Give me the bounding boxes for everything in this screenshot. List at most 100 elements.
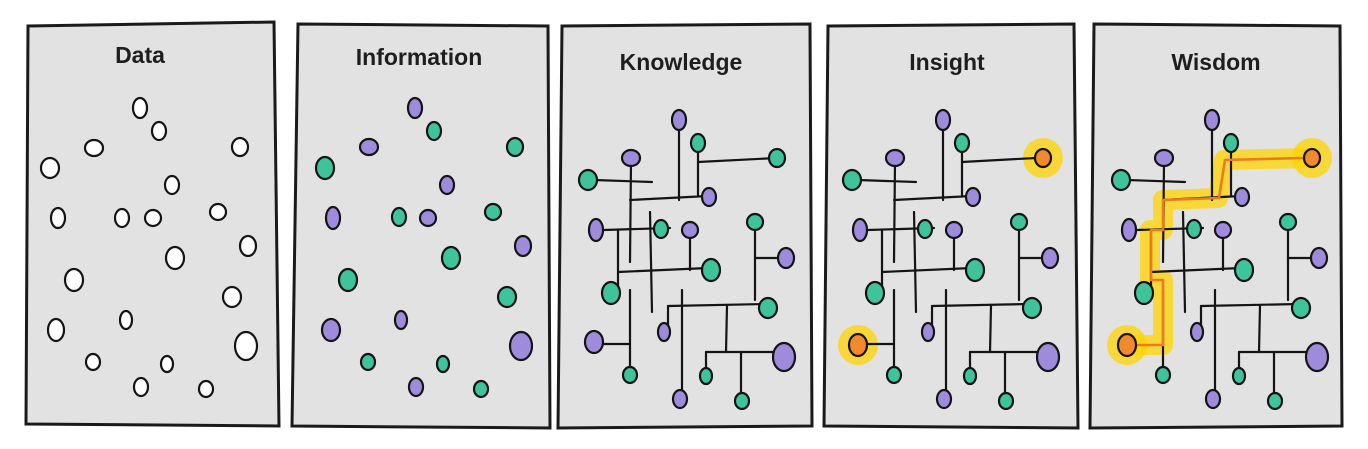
knowledge-node: [577, 168, 599, 192]
information-node: [337, 267, 359, 293]
knowledge-node: [689, 132, 707, 154]
data-node: [163, 174, 181, 196]
data-node: [131, 96, 149, 120]
panel-information: Information: [290, 22, 552, 430]
insight-node: [1009, 212, 1029, 232]
wisdom-node: [1133, 280, 1155, 306]
wisdom-node: [1309, 246, 1329, 270]
panel-data-title: Data: [115, 42, 165, 68]
panel-data: Data: [24, 20, 281, 428]
insight-node: [1035, 341, 1061, 373]
data-node: [143, 208, 163, 228]
wisdom-nodes: [1110, 108, 1330, 411]
data-node: [197, 379, 215, 399]
wisdom-network: [1110, 108, 1330, 411]
data-node: [83, 138, 105, 158]
knowledge-node: [587, 217, 605, 243]
knowledge-node: [620, 148, 642, 168]
wisdom-node: [1213, 220, 1233, 240]
information-node: [359, 352, 377, 372]
insight-highlight-node: [1033, 147, 1053, 169]
data-node: [118, 309, 134, 331]
insight-node: [935, 388, 953, 410]
insight-highlight-node: [847, 332, 869, 358]
insight-node: [864, 280, 886, 306]
wisdom-node: [1304, 341, 1330, 373]
panel-information-title: Information: [356, 44, 483, 70]
knowledge-node: [700, 186, 718, 208]
knowledge-nodes: [577, 108, 797, 411]
information-node: [425, 120, 443, 142]
wisdom-node: [1222, 132, 1240, 154]
data-node: [159, 354, 175, 374]
information-node: [418, 208, 438, 228]
wisdom-node: [1233, 257, 1255, 283]
wisdom-node: [1120, 217, 1138, 243]
insight-node: [1040, 246, 1060, 270]
wisdom-node: [1154, 365, 1172, 385]
information-node: [390, 206, 408, 228]
data-node: [39, 156, 61, 180]
information-node: [406, 96, 424, 120]
data-node: [46, 317, 66, 343]
knowledge-node: [680, 220, 700, 240]
insight-node: [885, 365, 903, 385]
knowledge-node: [652, 218, 670, 240]
insight-nodes: [841, 108, 1061, 411]
wisdom-path-line: [1133, 156, 1306, 347]
knowledge-node: [767, 147, 787, 169]
data-node: [164, 245, 186, 271]
panel-knowledge: Knowledge: [556, 22, 814, 430]
knowledge-node: [698, 366, 714, 386]
data-node: [233, 330, 259, 362]
panel-wisdom: Wisdom: [1088, 22, 1344, 430]
information-node: [483, 202, 503, 222]
data-node: [49, 206, 67, 230]
information-node: [513, 234, 533, 258]
knowledge-node: [771, 341, 797, 373]
data-node: [238, 234, 258, 258]
insight-node: [884, 148, 906, 168]
insight-node: [1021, 296, 1043, 320]
data-node: [221, 285, 243, 309]
wisdom-node: [1278, 212, 1298, 232]
insight-node: [962, 366, 978, 386]
knowledge-node: [700, 257, 722, 283]
data-node: [84, 352, 102, 372]
data-node: [150, 120, 168, 142]
insight-node: [920, 321, 936, 343]
information-node: [407, 376, 425, 398]
wisdom-highlight-node: [1302, 147, 1322, 169]
information-node: [435, 354, 451, 374]
insight-node: [964, 257, 986, 283]
wisdom-node: [1153, 148, 1175, 168]
data-node: [63, 267, 85, 293]
insight-edges: [856, 124, 1052, 402]
wisdom-node: [1185, 218, 1203, 240]
wisdom-node: [1204, 388, 1222, 410]
insight-node: [997, 391, 1015, 411]
insight-node: [944, 220, 964, 240]
knowledge-node: [670, 108, 688, 132]
panel-knowledge-title: Knowledge: [620, 49, 743, 75]
information-node: [505, 136, 525, 158]
insight-node: [841, 168, 863, 192]
data-node: [208, 202, 228, 222]
wisdom-node: [1110, 168, 1132, 192]
wisdom-node: [1233, 186, 1251, 208]
insight-node: [916, 218, 934, 240]
insight-node: [964, 186, 982, 208]
information-node: [320, 317, 342, 343]
data-node: [113, 207, 131, 229]
information-node: [358, 137, 380, 157]
information-node: [438, 174, 456, 196]
wisdom-highlight-node: [1116, 332, 1138, 358]
knowledge-network: [577, 108, 797, 411]
information-nodes: [314, 96, 534, 399]
insight-node: [953, 132, 971, 154]
knowledge-node: [656, 321, 672, 343]
knowledge-node: [733, 391, 751, 411]
knowledge-node: [600, 280, 622, 306]
insight-node: [851, 217, 869, 243]
